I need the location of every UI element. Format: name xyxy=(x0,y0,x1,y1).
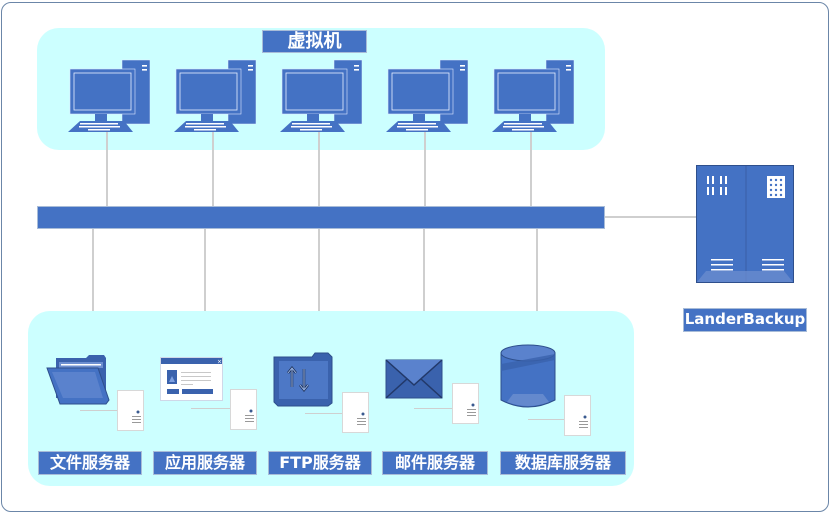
desktop-computer-icon[interactable] xyxy=(172,58,256,134)
connector-line xyxy=(318,229,320,357)
connector-line xyxy=(318,130,320,206)
connector-line xyxy=(530,130,532,206)
network-bus xyxy=(37,206,605,229)
connector-line xyxy=(212,130,214,206)
svg-text:×: × xyxy=(217,359,222,366)
mini-server-icon xyxy=(564,395,591,436)
connector-line xyxy=(92,229,94,365)
desktop-computer-icon[interactable] xyxy=(490,58,574,134)
server-label: FTP服务器 xyxy=(268,451,372,475)
folder-icon[interactable] xyxy=(46,354,110,406)
mini-server-icon xyxy=(117,390,144,431)
ftp-transfer-icon[interactable] xyxy=(272,351,336,407)
mini-server-icon xyxy=(342,392,369,433)
server-label: 应用服务器 xyxy=(153,451,257,475)
desktop-computer-icon[interactable] xyxy=(278,58,362,134)
connector-line xyxy=(106,130,108,206)
connector-line xyxy=(191,408,231,409)
server-label: 文件服务器 xyxy=(38,451,142,475)
connector-line xyxy=(305,413,342,414)
connector-line xyxy=(414,408,452,409)
connector-line xyxy=(424,130,426,206)
application-window-icon[interactable]: × xyxy=(160,357,223,401)
connector-line xyxy=(204,229,206,359)
vm-group-title: 虚拟机 xyxy=(262,30,367,53)
connector-line xyxy=(80,410,118,411)
connector-line xyxy=(528,419,565,420)
desktop-computer-icon[interactable] xyxy=(66,58,150,134)
connector-line xyxy=(423,229,425,359)
database-cylinder-icon[interactable] xyxy=(499,344,557,412)
backup-label: LanderBackup xyxy=(683,308,807,332)
server-label: 邮件服务器 xyxy=(382,451,488,475)
connector-line xyxy=(536,229,538,347)
mini-server-icon xyxy=(452,383,479,424)
connector-line xyxy=(605,216,697,218)
mail-envelope-icon[interactable] xyxy=(385,359,443,399)
mini-server-icon xyxy=(230,389,257,430)
desktop-computer-icon[interactable] xyxy=(384,58,468,134)
server-label: 数据库服务器 xyxy=(500,451,626,475)
backup-appliance-icon[interactable] xyxy=(696,165,794,283)
